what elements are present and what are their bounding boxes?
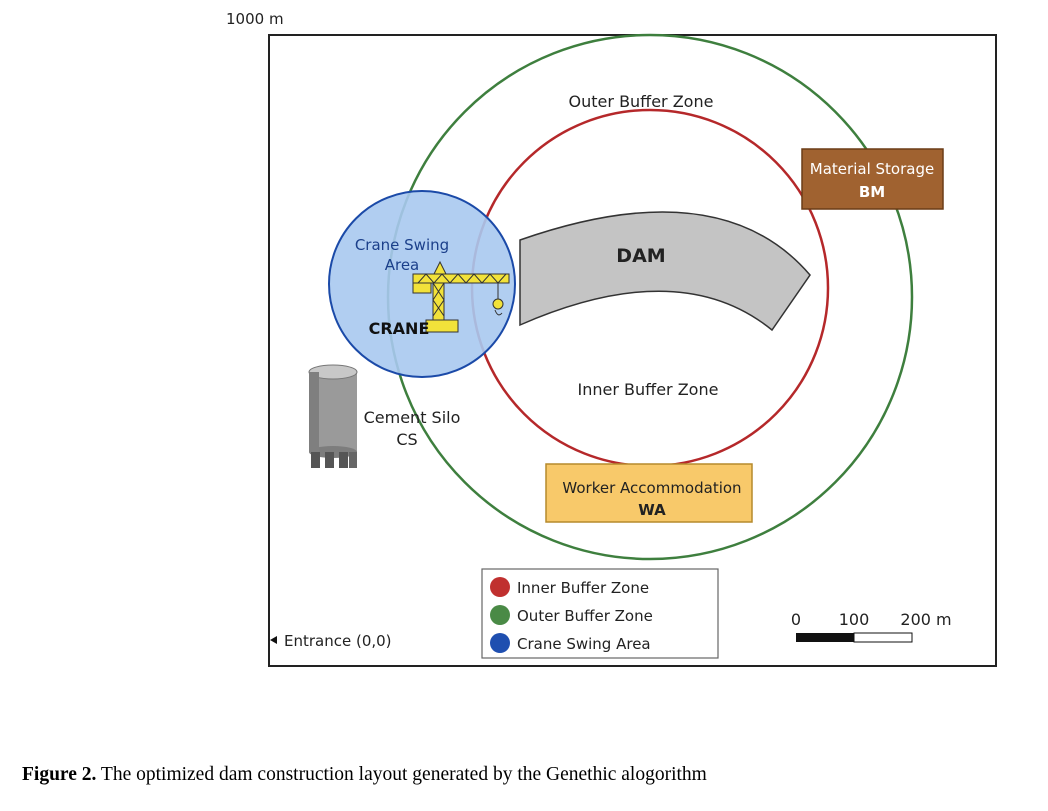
crane-swing-area-label-line1: Crane Swing [355,236,449,254]
cement-silo-title: Cement Silo [364,408,461,427]
material-storage-code: BM [859,183,885,201]
tower-crane-icon [412,260,510,333]
site-size-label: 1000 m [226,10,284,28]
outer-buffer-zone-label: Outer Buffer Zone [569,92,714,111]
dam-structure [519,211,811,332]
dam-label: DAM [616,245,665,267]
legend-inner-buffer-label: Inner Buffer Zone [517,579,649,597]
scale-tick-0: 0 [791,610,801,629]
legend-crane-swing-swatch [490,633,510,653]
material-storage-title: Material Storage [810,160,934,178]
cement-silo-icon [308,364,358,468]
entrance-arrow-icon [270,636,277,644]
inner-buffer-zone-label: Inner Buffer Zone [578,380,719,399]
worker-accommodation-code: WA [638,501,666,519]
legend-inner-buffer-swatch [490,577,510,597]
legend-crane-swing-label: Crane Swing Area [517,635,651,653]
crane-label: CRANE [369,319,430,338]
scale-bar-light-segment [853,632,913,643]
entrance-label: Entrance (0,0) [284,632,392,650]
worker-accommodation-title: Worker Accommodation [562,479,741,497]
legend-outer-buffer-label: Outer Buffer Zone [517,607,653,625]
legend-box [481,568,719,659]
scale-tick-100: 100 [839,610,870,629]
crane-swing-area-label-line2: Area [385,256,420,274]
legend-outer-buffer-swatch [490,605,510,625]
cement-silo-code: CS [396,430,417,449]
worker-accommodation-box [545,463,753,523]
figure-caption-text: The optimized dam construction layout ge… [96,764,707,785]
material-storage-box [801,148,944,210]
figure-caption: Figure 2. The optimized dam construction… [22,764,707,786]
scale-bar-dark-segment [796,633,854,642]
scale-tick-200: 200 m [900,610,951,629]
figure-caption-prefix: Figure 2. [22,764,97,785]
